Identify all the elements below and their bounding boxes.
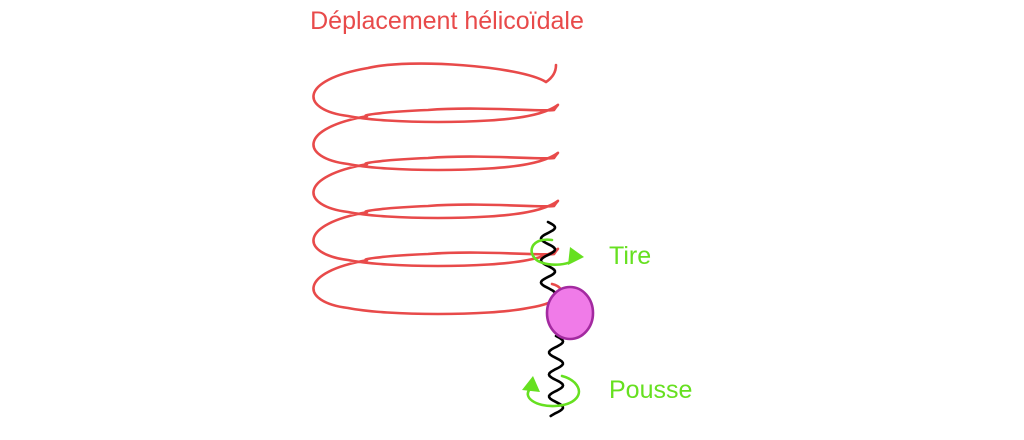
lower-flagellum [547,334,565,418]
diagram-title: Déplacement hélicoïdale [310,7,584,35]
push-rotation-arrow-icon [522,374,581,408]
pull-label: Tire [609,242,651,270]
helical-path [312,62,563,316]
pull-rotation-arrow-icon [530,238,584,266]
bacterium-body [545,285,595,341]
push-label: Pousse [609,376,692,404]
upper-flagellum [539,220,557,294]
